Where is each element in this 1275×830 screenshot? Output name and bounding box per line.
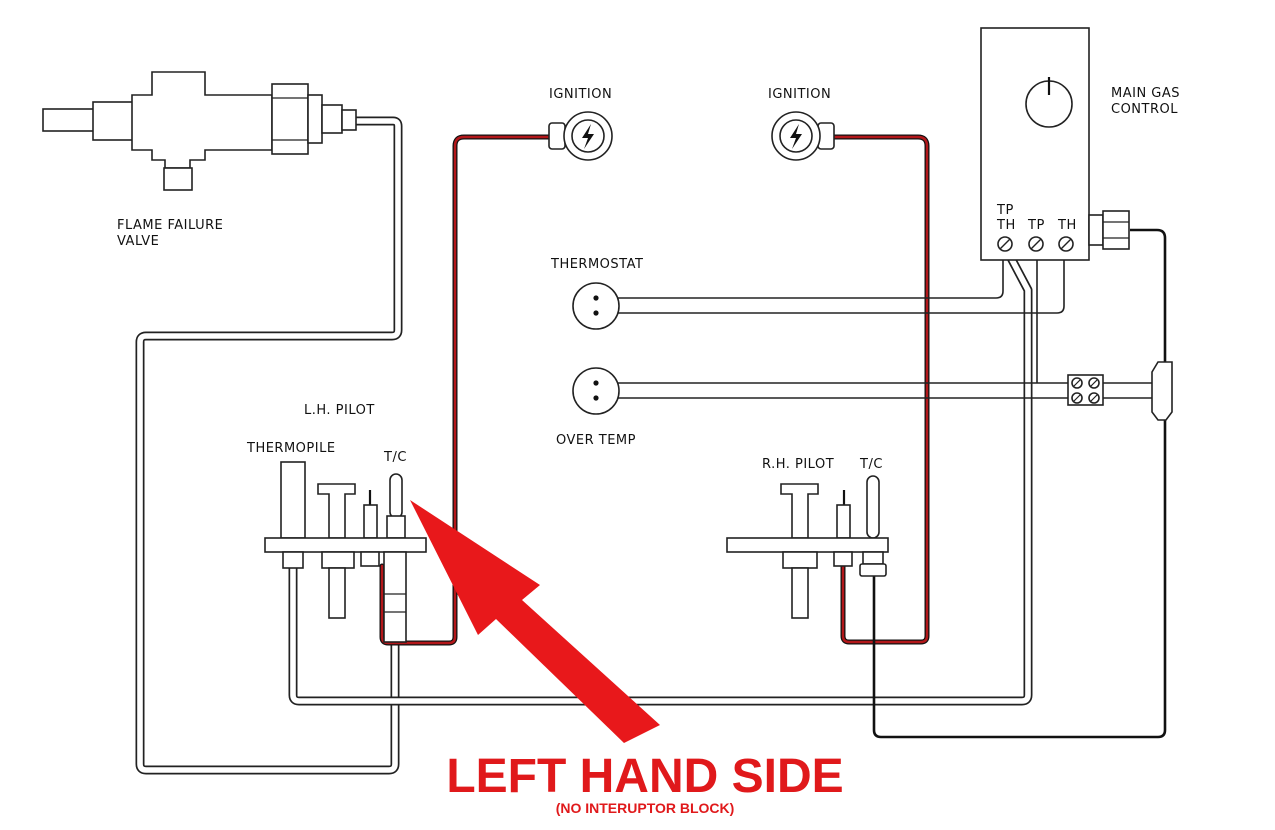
tc-label-left: T/C xyxy=(383,450,407,465)
over-temp-switch xyxy=(572,367,620,415)
terminal-th xyxy=(1058,236,1074,252)
ignition-label-left: IGNITION xyxy=(549,87,612,102)
flame-failure-valve-label-1: FLAME FAILURE xyxy=(117,218,223,233)
flame-failure-valve xyxy=(42,71,357,191)
ignition-label-right: IGNITION xyxy=(768,87,831,102)
arrow-icon xyxy=(410,500,660,743)
callout-title: LEFT HAND SIDE xyxy=(446,750,843,803)
tube-flame-valve-to-tc xyxy=(135,116,403,775)
thermostat-wires xyxy=(597,248,1065,314)
tc-lead-right xyxy=(872,228,1167,739)
terminal-tp-th xyxy=(997,236,1013,252)
terminal-tp xyxy=(1028,236,1044,252)
main-gas-control xyxy=(980,27,1130,261)
lightning-bolt-icon xyxy=(790,124,802,149)
main-gas-control-label-2: CONTROL xyxy=(1111,102,1178,117)
callout-subtitle: (NO INTERUPTOR BLOCK) xyxy=(556,800,735,816)
ignition-wire-right xyxy=(823,134,930,645)
inline-connector xyxy=(1151,361,1173,421)
ignition-switch-right xyxy=(771,111,835,161)
lh-pilot-assembly xyxy=(264,461,427,643)
rh-pilot-assembly xyxy=(726,475,889,619)
lh-pilot-label: L.H. PILOT xyxy=(304,403,375,418)
ignition-switch-left xyxy=(548,111,613,161)
thermostat xyxy=(572,282,620,330)
terminal-label-th-bottom: TH xyxy=(996,218,1016,233)
main-gas-control-label-1: MAIN GAS xyxy=(1111,86,1180,101)
terminal-label-tp-top: TP xyxy=(996,203,1014,218)
tube-thermopile-to-control xyxy=(288,251,1033,706)
terminal-label-th: TH xyxy=(1057,218,1077,233)
thermopile-label: THERMOPILE xyxy=(246,441,336,456)
lightning-bolt-icon xyxy=(582,124,594,149)
terminal-block xyxy=(1067,374,1104,406)
flame-failure-valve-label-2: VALVE xyxy=(117,234,159,249)
tc-label-right: T/C xyxy=(859,457,883,472)
over-temp-wires xyxy=(597,248,1152,399)
thermostat-label: THERMOSTAT xyxy=(550,257,643,272)
terminal-label-tp: TP xyxy=(1027,218,1045,233)
rh-pilot-label: R.H. PILOT xyxy=(762,457,834,472)
over-temp-label: OVER TEMP xyxy=(556,433,636,448)
